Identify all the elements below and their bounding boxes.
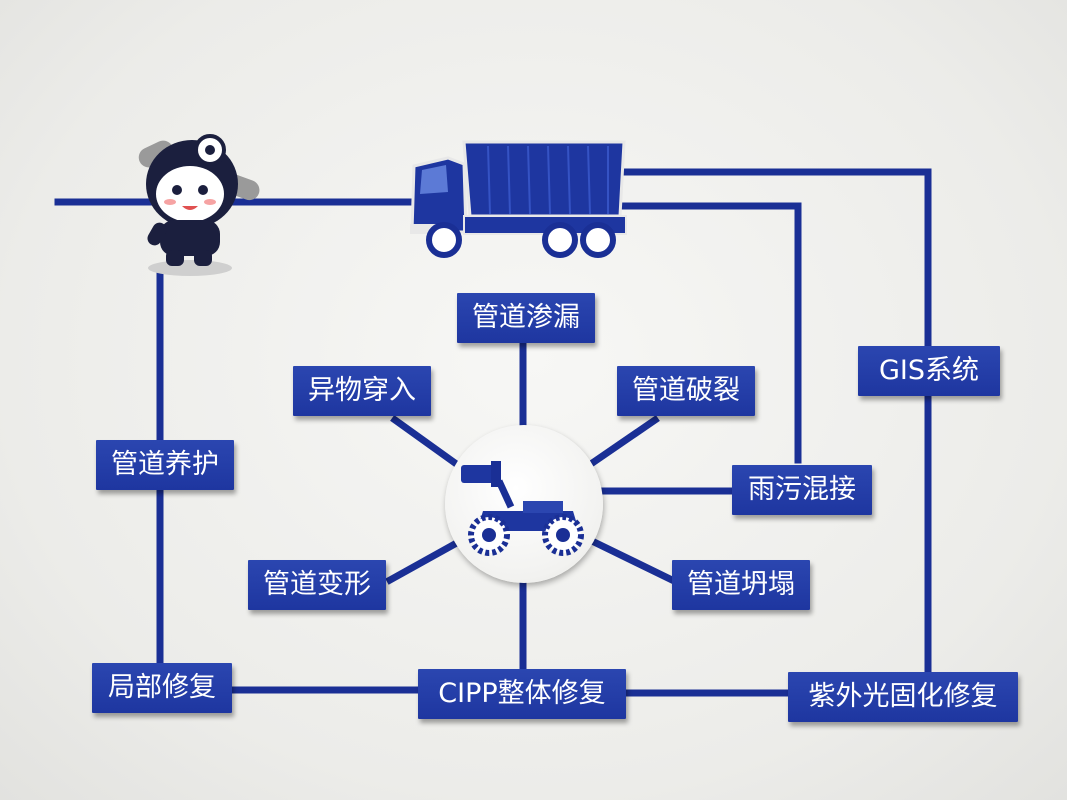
label-maintenance: 管道养护 <box>96 440 234 490</box>
label-cipp-repair: CIPP整体修复 <box>418 669 626 719</box>
mascot-icon <box>138 134 260 276</box>
label-local-repair: 局部修复 <box>92 663 232 713</box>
label-uv-curing-repair: 紫外光固化修复 <box>788 672 1018 722</box>
label-foreign-intrusion: 异物穿入 <box>293 366 431 416</box>
dump-truck-icon <box>410 140 627 258</box>
label-mixed-connection: 雨污混接 <box>732 465 872 515</box>
label-collapse: 管道坍塌 <box>672 560 810 610</box>
label-gis-system: GIS系统 <box>858 346 1000 396</box>
label-leakage: 管道渗漏 <box>457 293 595 343</box>
pipe-robot-icon <box>461 461 584 556</box>
label-rupture: 管道破裂 <box>617 366 755 416</box>
label-deformation: 管道变形 <box>248 560 386 610</box>
